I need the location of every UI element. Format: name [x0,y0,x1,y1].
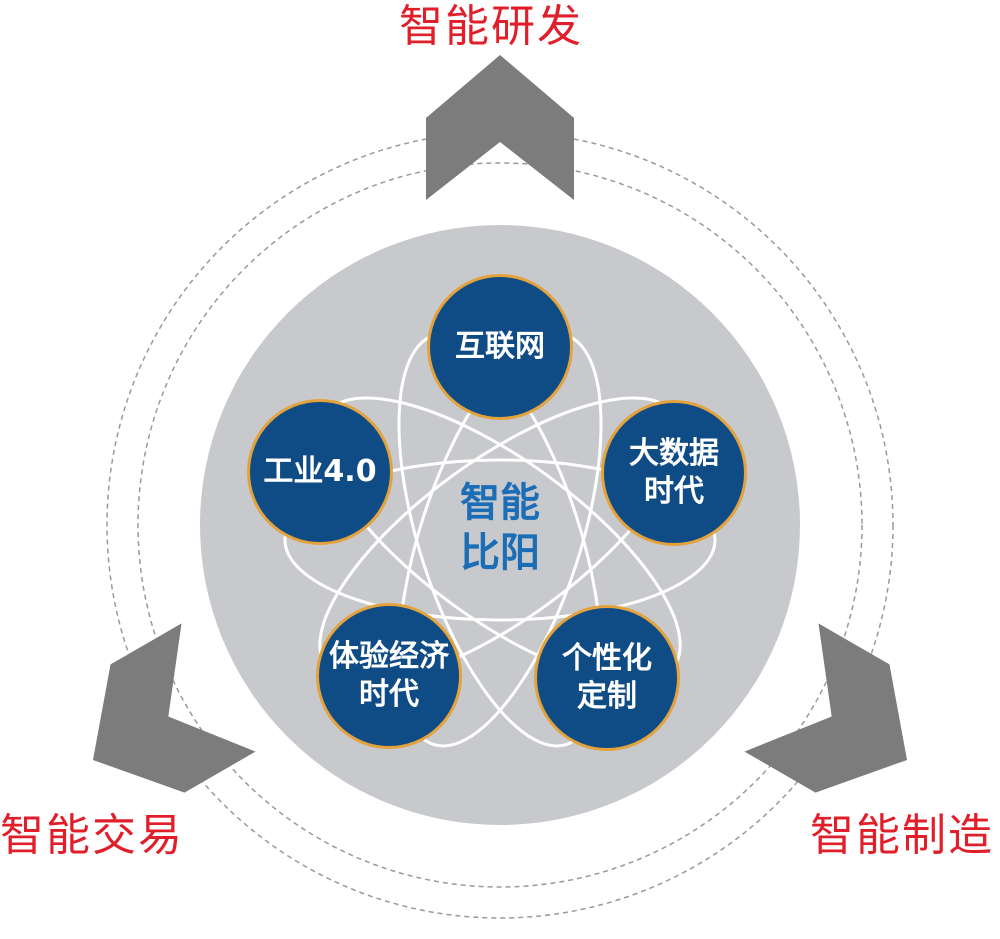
node-personalized-line2: 定制 [577,679,637,714]
node-industry-4: 工业4.0 [247,399,393,545]
node-personalized-line1: 个性化 [562,641,652,676]
node-experience-economy: 体验经济 时代 [316,603,462,749]
center-title-line2: 比阳 [460,530,540,576]
arrow-up-icon [426,55,574,200]
node-experience-economy-line2: 时代 [359,677,419,712]
node-internet: 互联网 [427,274,573,420]
outer-dashed-ring [106,131,894,919]
inner-dashed-ring [137,162,863,888]
arrow-down-right-icon [744,623,908,793]
node-big-data-line1: 大数据 [629,436,719,471]
label-intelligent-trade: 智能交易 [0,810,184,861]
label-intelligent-rd: 智能研发 [399,1,583,52]
chevron-arrows [92,55,908,793]
arrow-down-left-icon [92,623,256,793]
center-title-line1: 智能 [460,480,540,526]
node-big-data: 大数据 时代 [601,400,747,546]
node-big-data-line2: 时代 [644,474,704,509]
node-industry-4-line1: 工业4.0 [263,454,377,489]
center-title: 智能 比阳 [440,478,560,578]
node-internet-line1: 互联网 [455,329,545,364]
node-experience-economy-line1: 体验经济 [329,639,449,674]
node-personalized: 个性化 定制 [534,605,680,751]
label-intelligent-manufacturing: 智能制造 [810,810,994,861]
